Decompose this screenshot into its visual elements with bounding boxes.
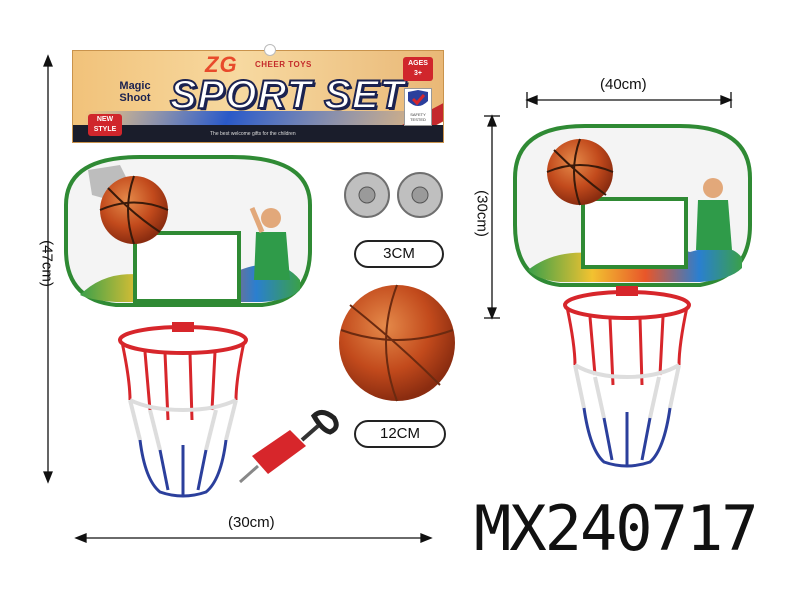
- brand-subtitle: CHEER TOYS: [255, 60, 312, 69]
- package-tagline: The best welcome gifts for the children: [210, 131, 296, 137]
- basketball: [339, 284, 455, 402]
- suction-size-badge: 3CM: [354, 240, 444, 268]
- safety-badge: SAFETY TESTED: [404, 88, 432, 126]
- new-style-badge: NEW STYLE: [88, 114, 122, 136]
- model-code: MX240717: [474, 492, 759, 565]
- safety-check-icon: [408, 90, 428, 106]
- dimension-height-right: (30cm): [473, 190, 491, 237]
- banner-dark-band: [73, 125, 443, 142]
- package-title: SPORT SET: [169, 72, 405, 118]
- product-line: Magic Shoot: [119, 80, 151, 104]
- safety-label: SAFETY TESTED: [410, 112, 426, 122]
- dimension-width-right: (40cm): [600, 76, 647, 93]
- player-figure: [249, 207, 290, 280]
- hand-pump-icon: [239, 410, 339, 484]
- ages-value: 3+: [414, 70, 422, 77]
- ball-size-badge: 12CM: [354, 420, 446, 448]
- dimension-lines: [43, 54, 733, 543]
- basketball-icon: [100, 176, 168, 244]
- ages-label: AGES: [408, 60, 428, 67]
- suction-cups: [344, 172, 443, 218]
- ages-badge: AGES 3+: [403, 57, 433, 81]
- brand-logo: ZG: [205, 52, 238, 77]
- hoop-right: [513, 124, 752, 468]
- package-banner: [72, 50, 444, 143]
- hoop-left: [64, 155, 312, 498]
- dimension-width-left: (30cm): [228, 514, 275, 531]
- dimension-total-height: (47cm): [38, 240, 56, 287]
- hang-hole: [264, 44, 276, 56]
